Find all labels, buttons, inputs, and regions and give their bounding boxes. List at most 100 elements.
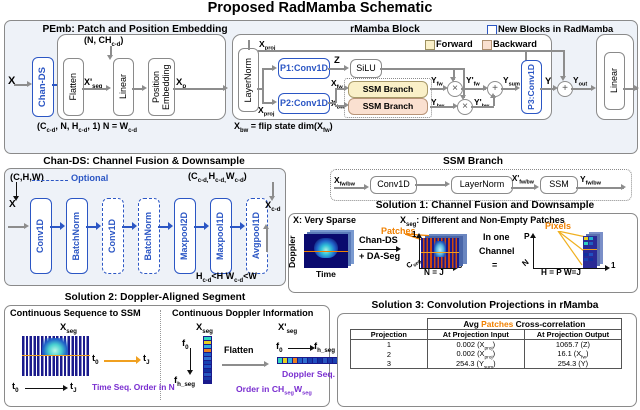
signal-xproj-top: Xproj <box>259 39 276 52</box>
pemb-block-chan-ds[interactable]: Chan-DS <box>32 57 54 117</box>
chands-block-maxpool2d-label: Maxpool2D <box>179 211 190 260</box>
solution1-left-caption: X: Very Sparse <box>293 215 357 225</box>
table-row: 2 0.002 (Xproj) 16.1 (Xfw) <box>350 349 623 361</box>
rmamba-p3-conv1d[interactable]: P3:Conv1D <box>521 60 542 114</box>
ssm-branch-mid-label: X'fw/bw <box>512 174 534 186</box>
signal-xfw: Xfw <box>331 78 343 90</box>
solution2-left-tj: tJ <box>70 380 77 394</box>
rmamba-ssm-branch-backward[interactable]: SSM Branch <box>348 98 428 115</box>
signal-ypfw: Y'fw <box>466 75 480 88</box>
table-row-group-header: Avg Patches Cross-correlation <box>350 318 623 330</box>
rmamba-p3-conv1d-label: P3:Conv1D <box>525 64 536 110</box>
table-group-header-highlight: Patches <box>481 319 514 329</box>
pemb-block-linear[interactable]: Linear <box>113 58 134 116</box>
table-cell-out: 254.3 (Y) <box>523 358 623 370</box>
solution2-left-heading: Continuous Sequence to SSM <box>10 308 141 318</box>
solution1-pixels-label: Pixels <box>545 221 572 231</box>
orange-arrow-head <box>136 356 141 364</box>
solution2-f0-left: f0 <box>182 337 189 351</box>
rmamba-ssm-branch-forward[interactable]: SSM Branch <box>348 81 428 98</box>
pemb-block-linear-label: Linear <box>117 74 128 100</box>
table-cell-proj: 3 <box>350 358 428 370</box>
rmamba-p2-conv1d[interactable]: P2:Conv1D <box>278 93 330 114</box>
signal-yout: Yout <box>573 75 588 88</box>
chands-block-batchnorm-2[interactable]: BatchNorm <box>138 198 160 274</box>
chands-block-avgpool1d-label: Avgpool1D <box>251 212 262 260</box>
chands-block-maxpool1d[interactable]: Maxpool1D <box>210 198 232 274</box>
solution1-mid-text-2: Channel <box>479 246 515 256</box>
chands-block-conv1d-2-label: Conv1D <box>107 218 118 253</box>
chands-block-maxpool2d[interactable]: Maxpool2D <box>174 198 196 274</box>
solution1-plane-axis-label: H = P W=J <box>541 268 581 277</box>
solution2-left-caption: Time Seq. Order in N <box>92 382 175 392</box>
pemb-group <box>57 34 226 120</box>
rmamba-note: Xbw = flip state dim(Xfw) <box>234 121 333 134</box>
rmamba-p2-conv1d-label: P2:Conv1D <box>279 97 328 108</box>
rmamba-p1-conv1d[interactable]: P1:Conv1D <box>278 58 330 79</box>
table-cell-proj: 1 <box>350 339 428 350</box>
chands-block-conv1d-2[interactable]: Conv1D <box>102 198 124 274</box>
table-cell-empty <box>350 318 428 330</box>
rmamba-layernorm[interactable]: LayerNorm <box>238 48 259 112</box>
ssm-branch-block-conv1d[interactable]: Conv1D <box>370 176 417 194</box>
solution2-right-signal-out: X'seg <box>278 321 298 335</box>
ssm-branch-block-layernorm[interactable]: LayerNorm <box>451 176 513 194</box>
solution2-right-caption1: Doppler Seq. <box>282 369 336 379</box>
chands-block-conv1d-1[interactable]: Conv1D <box>30 198 52 274</box>
signal-ysum: Ysum <box>503 75 520 88</box>
page-title: Proposed RadMamba Schematic <box>207 0 433 16</box>
ssm-branch-panel <box>330 169 632 201</box>
ssm-branch-block-ssm[interactable]: SSM <box>540 176 578 194</box>
chands-input-label: X <box>9 199 16 210</box>
pemb-block-flatten[interactable]: Flatten <box>63 58 84 116</box>
pemb-title: PEmb: Patch and Position Embedding <box>42 24 228 35</box>
chands-optional-label: Optional <box>71 173 109 183</box>
ssm-branch-title: SSM Branch <box>442 156 503 167</box>
chands-dim-out: (Cc-d,Hc-d,Wc-d) <box>188 171 247 184</box>
pemb-block-position-embedding-label: Position Embedding <box>150 64 171 110</box>
ssm-branch-block-ssm-label: SSM <box>549 179 569 190</box>
solution2-doppler-row <box>277 357 339 364</box>
solution2-right-caption2: Order in CHsegWseg <box>236 384 312 397</box>
table-row: 1 0.002 (Xproj) 1065.7 (Z) <box>350 339 623 351</box>
table-row: 3 254.3 (Ysum) 254.3 (Y) <box>350 358 623 370</box>
solution1-cube-axis-label: N = J <box>424 268 444 277</box>
rmamba-ssm-branch-backward-label: SSM Branch <box>362 100 414 111</box>
cube-axis-y-arrow <box>416 233 422 238</box>
solution2-fh-right-label: fh_seg <box>314 340 336 354</box>
solution1-title: Solution 1: Channel Fusion and Downsampl… <box>375 200 595 211</box>
legend-forward-swatch <box>425 40 435 50</box>
pixels-leader-lines <box>557 231 587 266</box>
solution1-plane-axis-1: 1 <box>611 261 616 270</box>
solution1-cube-axis-1: 1 <box>412 230 417 239</box>
chands-output-label: Xc-d <box>265 199 281 213</box>
chands-dim-in: (C,H,W) <box>10 171 44 182</box>
chands-block-batchnorm-1[interactable]: BatchNorm <box>66 198 88 274</box>
solution1-axis-time: Time <box>316 269 336 279</box>
pemb-block-position-embedding[interactable]: Position Embedding <box>148 58 175 116</box>
ssm-branch-out-label: Yfw/bw <box>580 174 601 187</box>
chands-block-maxpool1d-label: Maxpool1D <box>215 211 226 260</box>
solution1-patches-label: Patches <box>381 226 416 236</box>
table-cell-in: 0.002 (Xproj) <box>426 349 525 361</box>
rmamba-silu[interactable]: SiLU <box>350 59 382 78</box>
table-group-header-pre: Avg <box>463 319 482 329</box>
plane-axis-y-arrow <box>530 233 536 238</box>
solution2-flatten-label: Flatten <box>224 345 254 355</box>
solution2-divider <box>160 310 161 400</box>
ssm-branch-block-conv1d-label: Conv1D <box>377 179 410 190</box>
pemb-block-chan-ds-label: Chan-DS <box>37 66 49 108</box>
solution1-plane-axis-p: P <box>524 231 530 241</box>
solution2-right-signal-in: Xseg <box>196 321 213 335</box>
chands-title: Chan-DS: Channel Fusion & Downsample <box>43 156 245 167</box>
chands-block-conv1d-1-label: Conv1D <box>35 218 46 253</box>
linear-block-label: Linear <box>608 68 619 94</box>
solution1-arrow-bottom-label: + DA-Seg <box>359 251 401 261</box>
legend-forward-label: Forward <box>436 39 473 49</box>
solution1-arrow-top-label: Chan-DS <box>359 235 398 245</box>
linear-block[interactable]: Linear <box>604 52 625 110</box>
solution2-left-signal: Xseg <box>60 321 77 335</box>
legend-backward-label: Backward <box>493 39 537 49</box>
table-group-header: Avg Patches Cross-correlation <box>426 318 623 330</box>
legend-backward-swatch <box>482 40 492 50</box>
